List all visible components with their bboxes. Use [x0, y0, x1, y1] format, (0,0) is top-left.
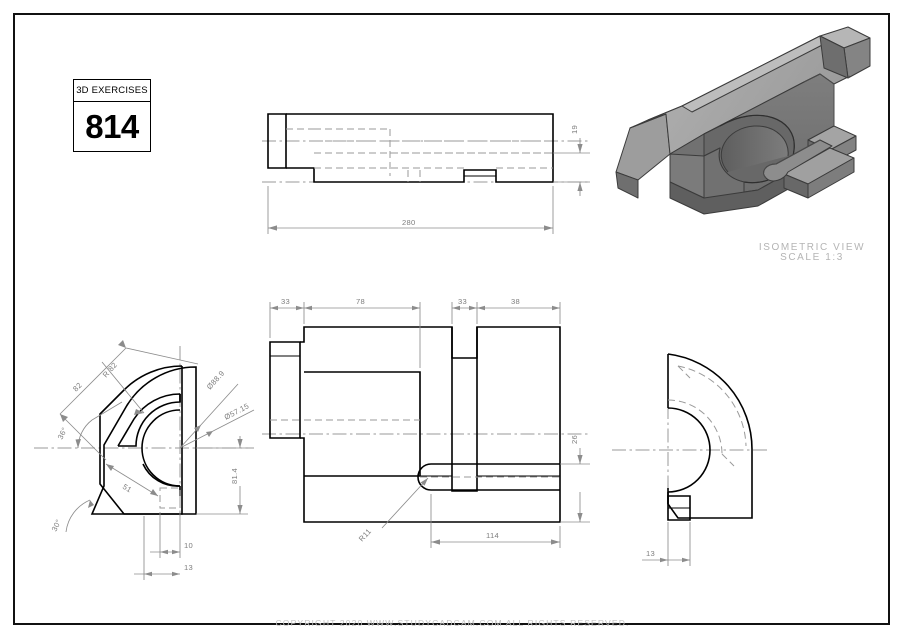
left-side-view: 82 R 82 36° 30° 51 Ø88.9	[34, 336, 268, 586]
top-view-dim-19: 19	[570, 125, 579, 134]
title-block-number: 814	[74, 102, 150, 151]
front-view-dim-r11: R11	[357, 527, 373, 544]
front-view-dim-38: 38	[511, 297, 520, 306]
front-view-dim-33-left: 33	[281, 297, 290, 306]
left-view-dim-dia-88-9: Ø88.9	[205, 369, 227, 392]
left-view-dim-36deg: 36°	[56, 426, 70, 441]
drawing-border	[13, 13, 890, 625]
left-view-dim-81-4: 81.4	[230, 468, 239, 484]
left-view-dim-51: 51	[121, 482, 133, 494]
front-view-dim-78: 78	[356, 297, 365, 306]
top-view-dim-280: 280	[402, 218, 416, 227]
exercise-number-label: 814	[85, 108, 139, 145]
right-view-dim-13: 13	[646, 549, 655, 558]
top-view: 280 19	[262, 98, 598, 248]
front-view-dim-26: 26	[570, 435, 579, 444]
isometric-view	[608, 22, 880, 244]
isometric-view-scale: SCALE 1:3	[780, 252, 844, 263]
front-view-dim-33-right: 33	[458, 297, 467, 306]
title-block: 3D EXERCISES 814	[73, 79, 151, 152]
isometric-view-label: ISOMETRIC VIEW SCALE 1:3	[742, 243, 882, 263]
title-block-header-label: 3D EXERCISES	[76, 85, 148, 96]
copyright-footer: COPYRIGHT 2020 WWW.STUDYCADCAM.COM ALL R…	[0, 613, 905, 631]
left-view-dim-13: 13	[184, 563, 193, 572]
right-side-view: 13	[612, 340, 818, 580]
left-view-dim-30deg: 30°	[50, 518, 64, 533]
front-view: 33 78 33 38 114	[262, 297, 600, 576]
left-view-dim-82: 82	[71, 381, 84, 394]
left-view-dim-10: 10	[184, 541, 193, 550]
copyright-text: COPYRIGHT 2020 WWW.STUDYCADCAM.COM ALL R…	[275, 618, 630, 628]
front-view-dim-114: 114	[486, 531, 499, 540]
isometric-view-title: ISOMETRIC VIEW	[758, 242, 866, 253]
title-block-header: 3D EXERCISES	[74, 80, 150, 102]
